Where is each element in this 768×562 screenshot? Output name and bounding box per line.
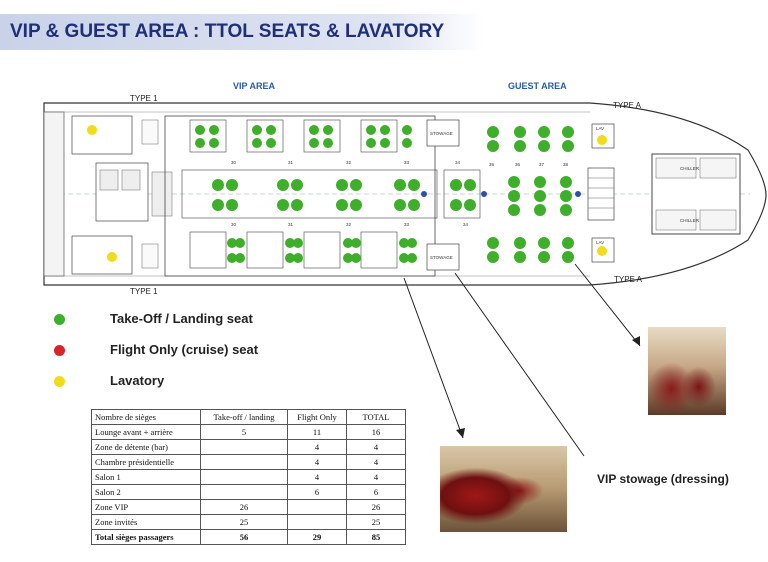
guest-seats <box>487 126 574 263</box>
svg-text:37: 37 <box>539 162 545 167</box>
guest-area-label: GUEST AREA <box>508 81 567 91</box>
vip-seats-middle-row <box>181 169 476 219</box>
seat-count-table: Nombre de sièges Take-off / landing Flig… <box>91 409 406 545</box>
vip-seats-top-row <box>189 119 412 153</box>
pointer-line-stowage <box>454 272 585 457</box>
legend-takeoff-label: Take-Off / Landing seat <box>110 311 253 326</box>
svg-text:CHILLER: CHILLER <box>680 166 700 171</box>
svg-text:LAV: LAV <box>596 126 604 131</box>
svg-text:31: 31 <box>288 160 294 165</box>
vip-seats-bottom-row <box>189 231 417 269</box>
pointer-line-guest <box>574 263 641 347</box>
legend-lavatory-label: Lavatory <box>110 373 165 388</box>
svg-text:30: 30 <box>231 222 237 227</box>
svg-text:34: 34 <box>455 160 461 165</box>
lavatory-marker-fwd-top <box>87 125 97 135</box>
svg-text:STOWAGE: STOWAGE <box>430 131 453 136</box>
svg-text:33: 33 <box>404 160 410 165</box>
svg-text:38: 38 <box>563 162 569 167</box>
legend-flight-only-label: Flight Only (cruise) seat <box>110 342 259 357</box>
col-header: Nombre de sièges <box>91 409 201 425</box>
lavatory-marker-aft-bottom <box>597 246 607 256</box>
vip-zone-outline <box>164 115 436 277</box>
aft-stair <box>587 167 615 221</box>
svg-text:36: 36 <box>515 162 521 167</box>
lavatory-marker-aft-top <box>597 135 607 145</box>
svg-text:31: 31 <box>288 222 294 227</box>
svg-text:STOWAGE: STOWAGE <box>430 255 453 260</box>
legend-dot-flight-only <box>54 345 65 356</box>
forward-lav-bottom <box>71 235 133 275</box>
forward-bulkhead <box>43 111 65 277</box>
door-type1-top-label: TYPE 1 <box>130 94 158 103</box>
door-type1-bottom-label: TYPE 1 <box>130 287 158 296</box>
vip-area-label: VIP AREA <box>233 81 276 91</box>
svg-text:32: 32 <box>346 160 352 165</box>
svg-text:30: 30 <box>231 160 237 165</box>
guest-cabin-photo <box>648 327 726 415</box>
forward-lav-top <box>71 115 133 155</box>
col-header: TOTAL <box>346 409 406 425</box>
col-header: Flight Only <box>287 409 347 425</box>
legend-dot-lavatory <box>54 376 65 387</box>
lavatory-marker-fwd-bottom <box>107 252 117 262</box>
stowage-bottom <box>426 243 460 271</box>
legend-dot-takeoff <box>54 314 65 325</box>
page-title: VIP & GUEST AREA : TTOL SEATS & LAVATORY <box>10 21 445 42</box>
door-typeA-top-label: TYPE A <box>613 101 642 110</box>
svg-text:LAV: LAV <box>596 240 604 245</box>
lounge-seat-photo <box>440 446 567 532</box>
table-header-row: Nombre de sièges Take-off / landing Flig… <box>91 409 406 425</box>
svg-text:33: 33 <box>404 222 410 227</box>
svg-text:34: 34 <box>463 222 469 227</box>
svg-text:35: 35 <box>489 162 495 167</box>
title-banner <box>0 14 484 50</box>
svg-text:32: 32 <box>346 222 352 227</box>
stowage-top <box>426 119 460 147</box>
pointer-line-lounge <box>403 277 464 439</box>
vip-stowage-label: VIP stowage (dressing) <box>597 472 729 486</box>
door-typeA-bottom-label: TYPE A <box>614 275 643 284</box>
svg-text:CHILLER: CHILLER <box>680 218 700 223</box>
col-header: Take-off / landing <box>200 409 288 425</box>
